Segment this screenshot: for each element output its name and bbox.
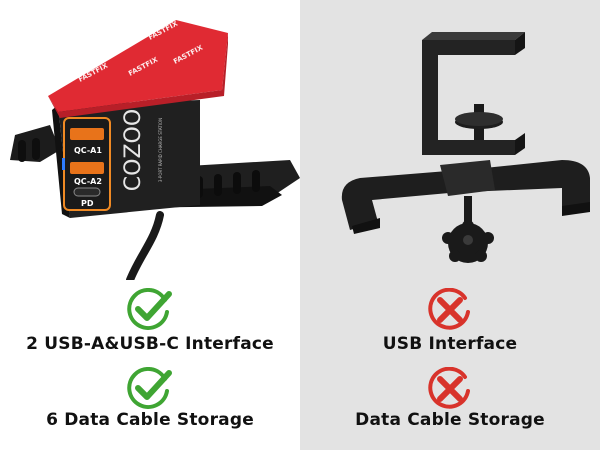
generic-headphone-hanger-image	[341, 32, 590, 263]
brand-subtitle: 3-PORT RAPID CHARGE STATION	[158, 118, 163, 182]
check-icon	[127, 288, 172, 330]
feature-cable-storage-no: Data Cable Storage	[355, 410, 545, 430]
feature-cable-storage-yes: 6 Data Cable Storage	[46, 410, 254, 430]
check-icon	[127, 367, 172, 409]
cozoo-panel: FASTFIX FASTFIX FASTFIX FASTFIX FASTFIX …	[10, 19, 300, 430]
star-knob	[442, 220, 494, 263]
feature-usb-interface-no: USB Interface	[382, 334, 518, 354]
port-label-qc-a2: QC-A2	[74, 177, 102, 186]
generic-hanger-panel: USB Interface Data Cable Storage	[300, 0, 600, 450]
feature-usb-interface-yes: 2 USB-A&USB-C Interface	[26, 334, 274, 354]
cozoo-charging-hanger-image: FASTFIX FASTFIX FASTFIX FASTFIX FASTFIX …	[10, 19, 300, 280]
cross-icon	[428, 367, 470, 409]
brand-text: COZOO	[121, 109, 146, 191]
port-label-pd: PD	[81, 199, 94, 208]
cross-icon	[428, 288, 470, 330]
port-label-qc-a1: QC-A1	[74, 146, 102, 155]
